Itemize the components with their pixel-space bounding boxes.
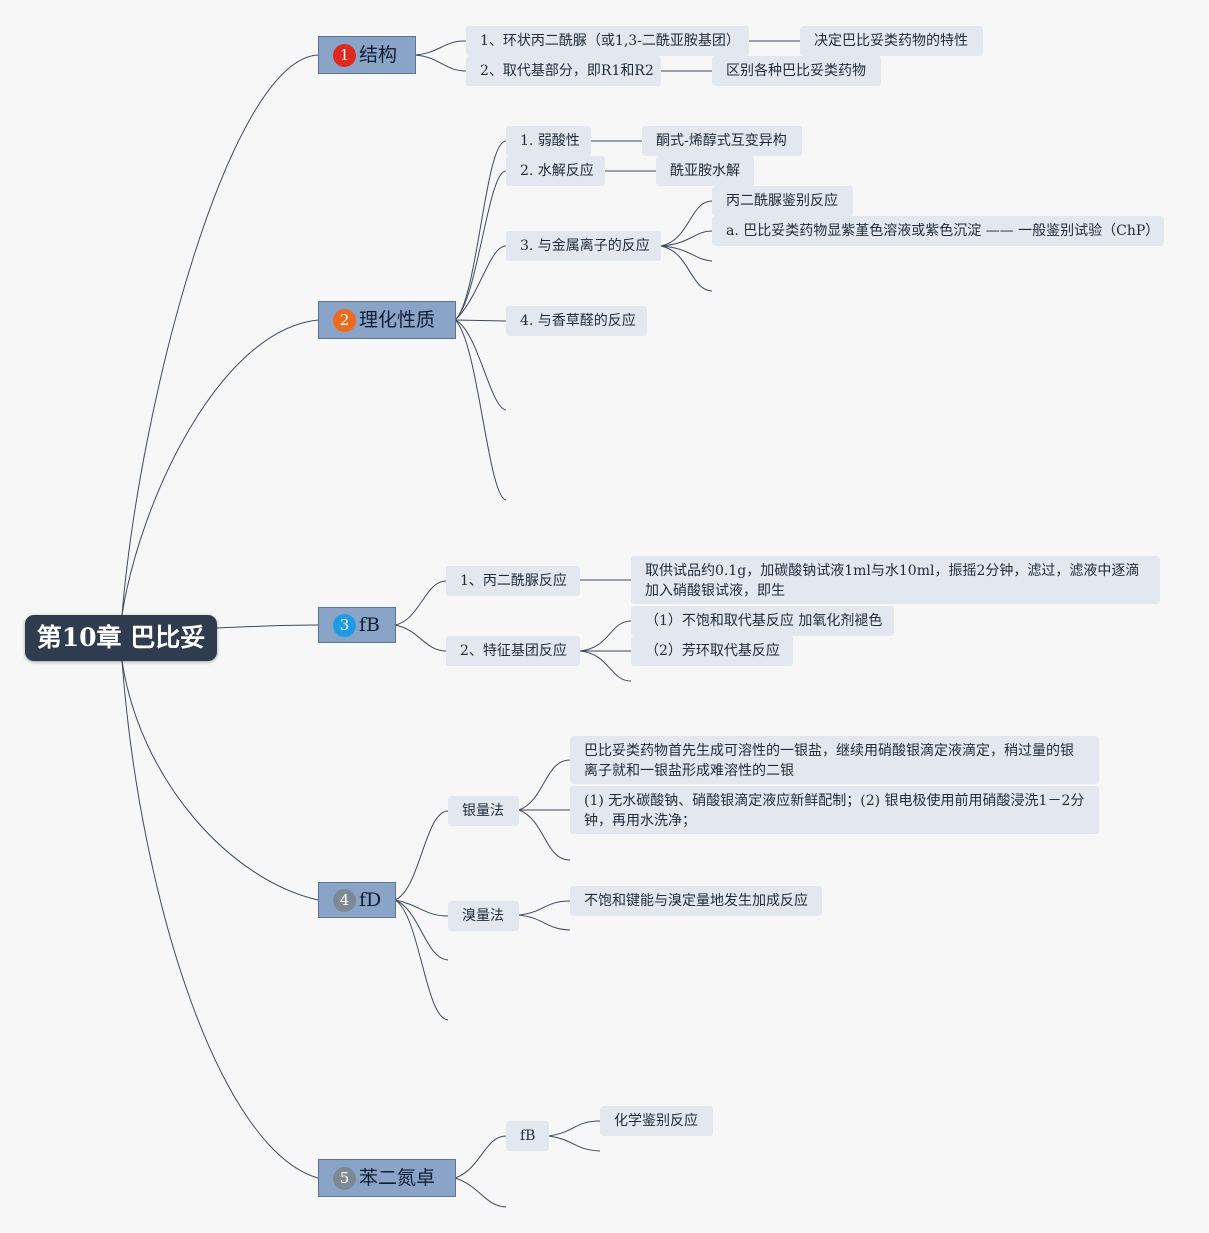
fd-silver-note1[interactable]: 巴比妥类药物首先生成可溶性的一银盐，继续用硝酸银滴定液滴定，稍过量的银离子就和一… <box>570 736 1099 784</box>
edge-r2-empty <box>579 650 632 682</box>
branch-structure[interactable]: 1 结构 <box>318 36 416 74</box>
edge-prop-metal <box>454 245 507 321</box>
fd-silver-note2[interactable]: (1) 无水碳酸钠、硝酸银滴定液应新鲜配制；(2) 银电极使用前用硝酸浸洗1－2… <box>570 786 1099 834</box>
edge-root-properties <box>121 319 319 616</box>
branch-benzodiazepine-label: 苯二氮卓 <box>359 1167 436 1189</box>
fb-reaction2-sub1[interactable]: （1）不饱和取代基反应 加氧化剂褪色 <box>631 606 894 636</box>
edge-metal-empty1 <box>660 245 713 262</box>
edge-prop-empty2 <box>454 319 507 501</box>
edge-structure-item2 <box>414 54 467 72</box>
fb-reaction1-note[interactable]: 取供试品约0.1g，加碳酸钠试液1ml与水10ml，振摇2分钟，滤过，滤液中逐滴… <box>631 556 1160 604</box>
branch-properties[interactable]: 2 理化性质 <box>318 301 456 339</box>
branch-fb[interactable]: 3 fB <box>318 607 396 643</box>
structure-item2-note[interactable]: 区别各种巴比妥类药物 <box>712 56 881 86</box>
edge-bromine-empty <box>518 914 571 931</box>
edge-bzd-empty <box>454 1177 507 1208</box>
edge-bzd-fb <box>454 1135 507 1179</box>
edge-prop-acid <box>454 140 507 321</box>
property-hydrolysis[interactable]: 2. 水解反应 <box>506 156 605 186</box>
edge-metal-sub1 <box>660 200 713 247</box>
badge-4-icon: 4 <box>333 888 356 912</box>
fb-reaction2[interactable]: 2、特征基团反应 <box>446 636 580 666</box>
property-metal[interactable]: 3. 与金属离子的反应 <box>506 231 661 261</box>
edge-silver-empty <box>518 809 571 861</box>
edge-fd-empty2 <box>394 899 449 1021</box>
edge-metal-sub2 <box>660 230 713 247</box>
branch-properties-label: 理化性质 <box>359 309 436 331</box>
property-vanillin[interactable]: 4. 与香草醛的反应 <box>506 306 647 336</box>
edge-silver-note1 <box>518 759 571 811</box>
badge-3-icon: 3 <box>333 613 356 637</box>
edge-prop-vanillin <box>454 319 507 322</box>
edge-fd-empty1 <box>394 899 449 961</box>
badge-5-icon: 5 <box>333 1166 356 1190</box>
fd-bromine[interactable]: 溴量法 <box>448 901 519 931</box>
edge-root-structure <box>121 54 319 616</box>
property-metal-sub2[interactable]: a. 巴比妥类药物显紫堇色溶液或紫色沉淀 —— 一般鉴别试验（ChP） <box>712 216 1164 246</box>
branch-fd-label: fD <box>359 889 382 911</box>
edge-r2-sub1 <box>579 620 632 652</box>
structure-item1[interactable]: 1、环状丙二酰脲（或1,3-二酰亚胺基团） <box>466 26 749 56</box>
property-hydrolysis-note[interactable]: 酰亚胺水解 <box>656 156 754 186</box>
root-topic[interactable]: 第10章 巴比妥 <box>25 615 217 661</box>
fb-reaction1[interactable]: 1、丙二酰脲反应 <box>446 566 580 596</box>
bzd-fb-note[interactable]: 化学鉴别反应 <box>600 1106 713 1136</box>
fb-reaction2-sub2[interactable]: （2）芳环取代基反应 <box>631 636 793 666</box>
edge-structure-item1 <box>414 40 467 56</box>
fd-silver[interactable]: 银量法 <box>448 796 519 826</box>
edge-fd-bromine <box>394 899 449 917</box>
branch-benzodiazepine[interactable]: 5 苯二氮卓 <box>318 1159 456 1197</box>
edge-fb-r1 <box>394 580 447 626</box>
edge-fd-silver <box>394 810 449 901</box>
edge-bzdfb-note <box>548 1120 601 1137</box>
property-metal-sub1[interactable]: 丙二酰脲鉴别反应 <box>712 186 853 216</box>
branch-structure-label: 结构 <box>359 44 398 66</box>
badge-1-icon: 1 <box>333 43 356 67</box>
edge-prop-empty1 <box>454 319 507 411</box>
edge-metal-empty2 <box>660 245 713 292</box>
bzd-fb[interactable]: fB <box>506 1121 549 1151</box>
edge-prop-hydrolysis <box>454 170 507 321</box>
edge-root-fb <box>216 624 319 629</box>
fd-bromine-note[interactable]: 不饱和键能与溴定量地发生加成反应 <box>570 886 822 916</box>
branch-fd[interactable]: 4 fD <box>318 882 396 918</box>
edge-bromine-note <box>518 900 571 916</box>
badge-2-icon: 2 <box>333 308 356 332</box>
property-acid-note[interactable]: 酮式-烯醇式互变异构 <box>642 126 802 156</box>
property-acid[interactable]: 1. 弱酸性 <box>506 126 591 156</box>
structure-item1-note[interactable]: 决定巴比妥类药物的特性 <box>800 26 983 56</box>
edge-fb-r2 <box>394 624 447 652</box>
branch-fb-label: fB <box>359 614 380 636</box>
structure-item2[interactable]: 2、取代基部分，即R1和R2 <box>466 56 661 86</box>
edge-bzdfb-empty <box>548 1135 601 1152</box>
edge-root-fd <box>121 660 319 901</box>
edge-root-bzd <box>121 660 319 1179</box>
